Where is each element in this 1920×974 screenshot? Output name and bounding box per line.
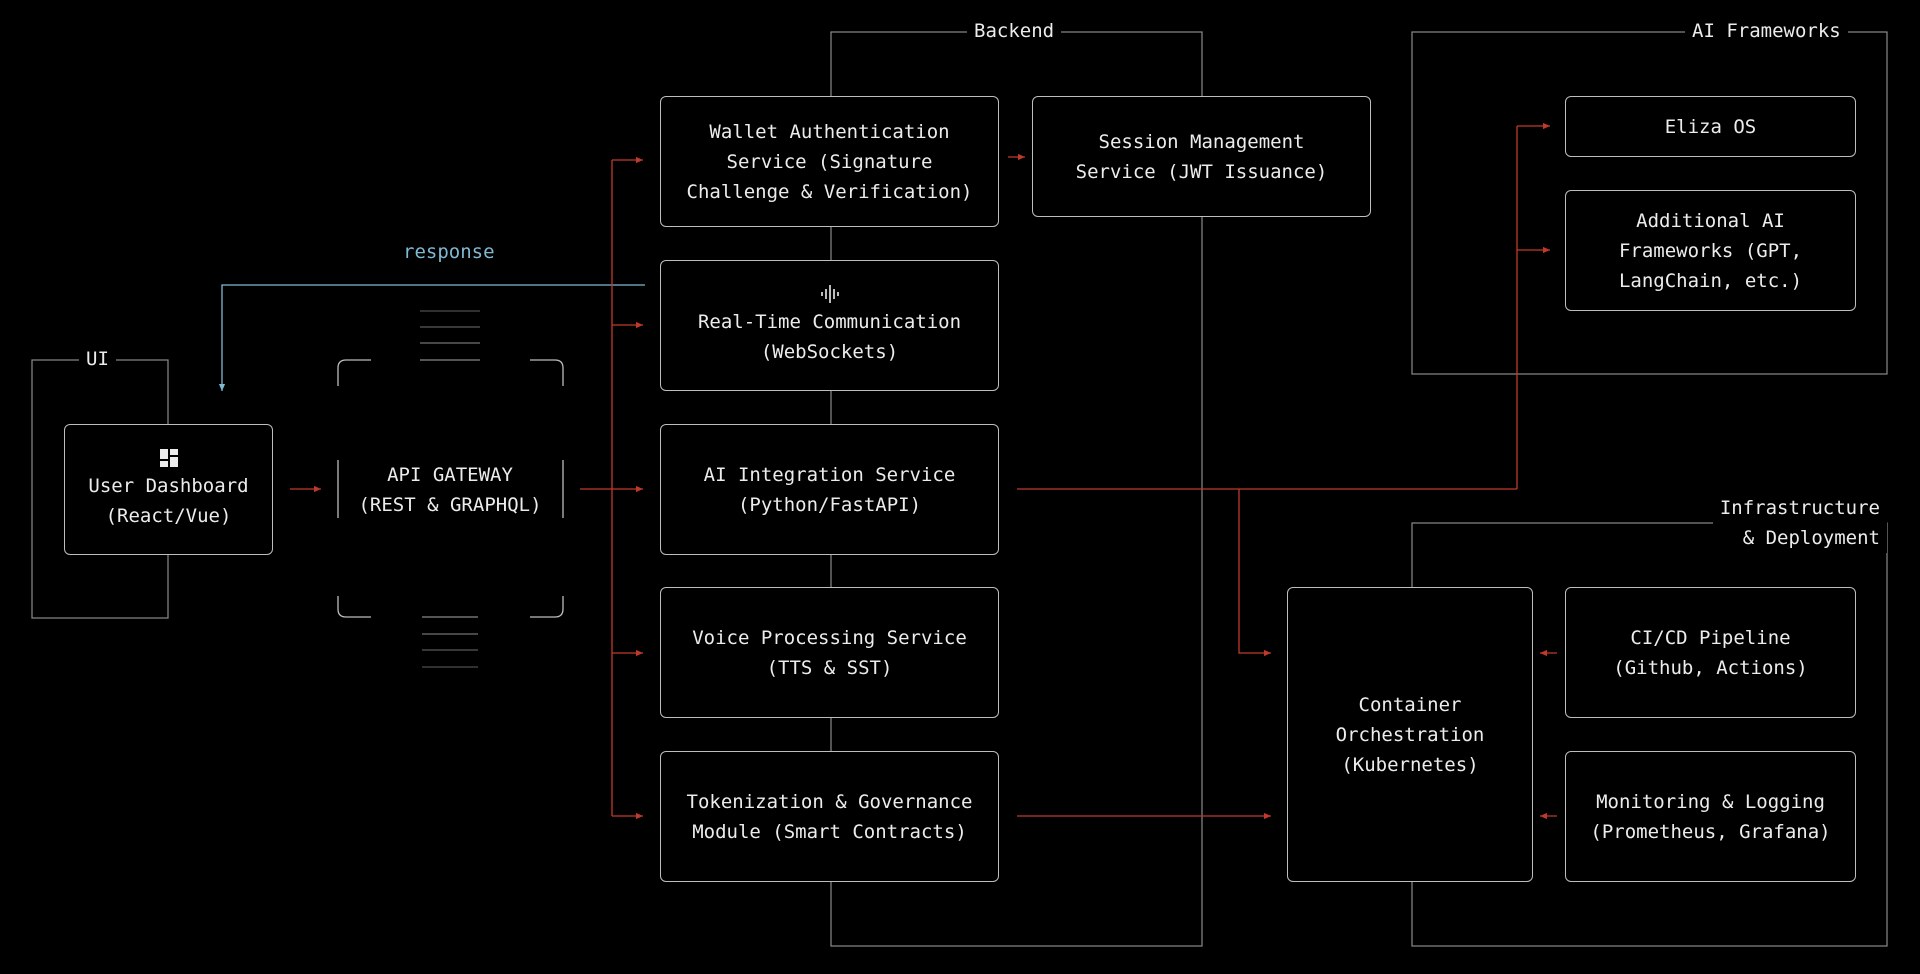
voice-processing-node[interactable]: Voice Processing Service (TTS & SST) <box>660 587 999 718</box>
ai-integration-node[interactable]: AI Integration Service (Python/FastAPI) <box>660 424 999 555</box>
ui-group-label: UI <box>79 344 116 374</box>
node-label-line: (Prometheus, Grafana) <box>1590 820 1831 843</box>
node-label-line: Session Management <box>1098 130 1305 153</box>
tokenization-node[interactable]: Tokenization & Governance Module (Smart … <box>660 751 999 882</box>
api-gateway-frame <box>337 359 564 618</box>
node-label-line: Real-Time Communication <box>697 310 962 333</box>
infrastructure-label-line: Infrastructure <box>1719 497 1880 519</box>
node-label-line: LangChain, etc.) <box>1618 269 1803 292</box>
user-dashboard-node[interactable]: User Dashboard (React/Vue) <box>64 424 273 555</box>
node-label-line: Wallet Authentication <box>709 120 950 143</box>
session-management-node[interactable]: Session Management Service (JWT Issuance… <box>1032 96 1371 217</box>
node-label-line: API GATEWAY <box>387 464 513 486</box>
node-label-line: Eliza OS <box>1664 115 1757 138</box>
response-edge-label: response <box>403 241 495 263</box>
api-gateway-stack-lines <box>420 310 480 668</box>
node-label-line: (Kubernetes) <box>1341 753 1479 776</box>
node-label-line: (Github, Actions) <box>1613 656 1808 679</box>
infrastructure-group-label: Infrastructure & Deployment <box>1712 493 1887 553</box>
node-label-line: Tokenization & Governance <box>686 790 973 813</box>
node-label-line: (Python/FastAPI) <box>737 493 922 516</box>
node-label-line: Challenge & Verification) <box>686 180 973 203</box>
node-label-line: User Dashboard <box>88 474 249 497</box>
node-label-line: Additional AI <box>1636 209 1785 232</box>
node-label-line: (WebSockets) <box>760 340 899 363</box>
infrastructure-label-line: & Deployment <box>1742 527 1880 549</box>
wallet-auth-node[interactable]: Wallet Authentication Service (Signature… <box>660 96 999 227</box>
node-label-line: Module (Smart Contracts) <box>692 820 967 843</box>
eliza-os-node[interactable]: Eliza OS <box>1565 96 1856 157</box>
ai-frameworks-group-frame <box>1411 31 1888 375</box>
node-label-line: CI/CD Pipeline <box>1630 626 1791 649</box>
audio-wave-icon <box>820 284 839 303</box>
node-label-line: Voice Processing Service <box>692 626 967 649</box>
monitoring-logging-node[interactable]: Monitoring & Logging (Prometheus, Grafan… <box>1565 751 1856 882</box>
node-label-line: Service (Signature <box>726 150 933 173</box>
edge-ai-integration-to-container <box>1238 489 1271 657</box>
node-label-line: Container <box>1358 693 1462 716</box>
node-label-line: Monitoring & Logging <box>1596 790 1825 813</box>
backend-group-label: Backend <box>967 16 1062 46</box>
realtime-communication-node[interactable]: Real-Time Communication (WebSockets) <box>660 260 999 391</box>
node-label-line: AI Integration Service <box>703 463 956 486</box>
ai-frameworks-group-label: AI Frameworks <box>1685 16 1848 46</box>
node-label-line: Service (JWT Issuance) <box>1075 160 1328 183</box>
node-label-line: (React/Vue) <box>105 504 232 527</box>
api-gateway-node[interactable]: API GATEWAY (REST & GRAPHQL) <box>345 445 555 535</box>
node-label-line: Frameworks (GPT, <box>1618 239 1803 262</box>
node-label-line: (REST & GRAPHQL) <box>358 494 542 516</box>
node-label-line: (TTS & SST) <box>766 656 893 679</box>
response-edge <box>218 284 645 391</box>
additional-ai-frameworks-node[interactable]: Additional AI Frameworks (GPT, LangChain… <box>1565 190 1856 311</box>
container-orchestration-node[interactable]: Container Orchestration (Kubernetes) <box>1287 587 1533 882</box>
cicd-pipeline-node[interactable]: CI/CD Pipeline (Github, Actions) <box>1565 587 1856 718</box>
node-label-line: Orchestration <box>1335 723 1485 746</box>
dashboard-grid-icon <box>159 448 178 467</box>
